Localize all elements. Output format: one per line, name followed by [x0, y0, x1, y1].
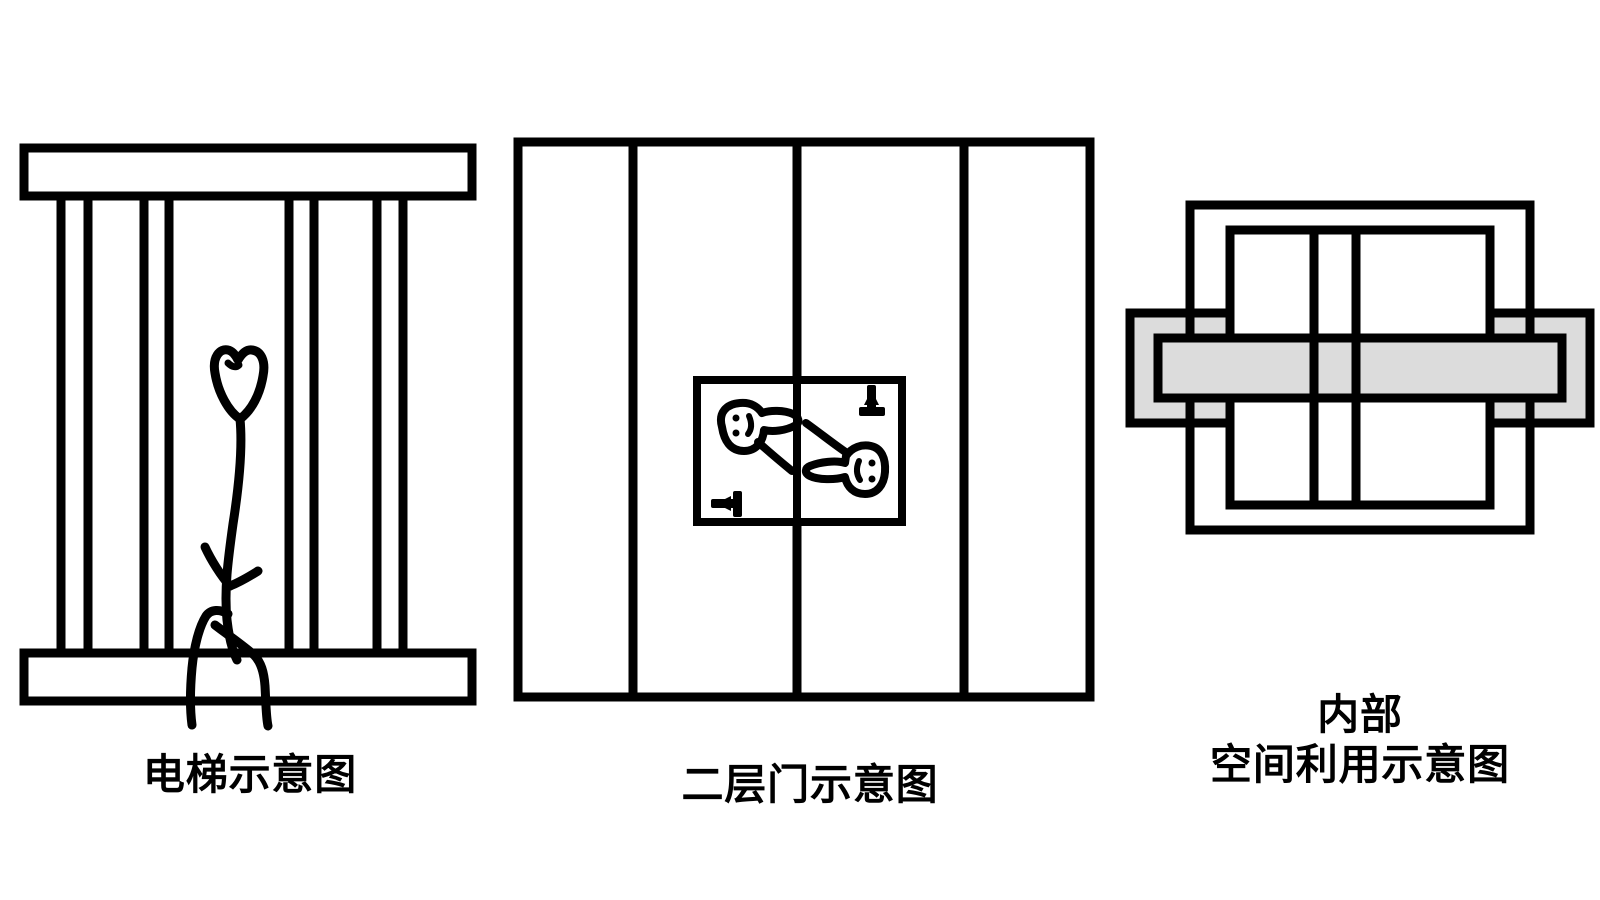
caption-elevator: 电梯示意图: [142, 750, 358, 799]
elevator-vertical-bars: [56, 196, 408, 653]
stick-figure-arm-right: [225, 566, 263, 591]
left-hand-icon: [717, 398, 803, 475]
right-hand-icon: [801, 419, 890, 498]
stick-figure-person: [186, 345, 273, 731]
stick-figure-leg-left: [186, 606, 233, 730]
interior-grid-over-band: [1309, 338, 1361, 398]
elevator-top-beam: [19, 143, 477, 201]
caption-door: 二层门示意图: [681, 760, 939, 809]
arrow-up-right-icon: [859, 385, 885, 416]
stick-figure-head-notch: [224, 359, 243, 371]
elevator-bottom-beam: [19, 648, 477, 706]
door-outer-frame: [513, 137, 1095, 702]
panel-interior-diagram: 内部 空间利用示意图: [1120, 120, 1600, 900]
stick-figure-leg-right: [210, 620, 273, 731]
caption-interior: 内部 空间利用示意图: [1120, 690, 1600, 789]
stick-figure-torso: [221, 414, 246, 665]
stick-figure-head: [209, 345, 269, 424]
panel-door-diagram: 二层门示意图: [500, 120, 1120, 900]
caption-interior-line-1: 内部: [1317, 690, 1403, 739]
caption-interior-line-2: 空间利用示意图: [1210, 739, 1510, 789]
elevator-drawing: [19, 143, 477, 731]
panel-elevator-diagram: 电梯示意图: [0, 120, 500, 900]
arrow-left-icon: [711, 491, 742, 517]
door-drawing: [513, 137, 1095, 702]
interior-drawing: [1125, 200, 1595, 535]
warning-sticker: [693, 376, 906, 526]
